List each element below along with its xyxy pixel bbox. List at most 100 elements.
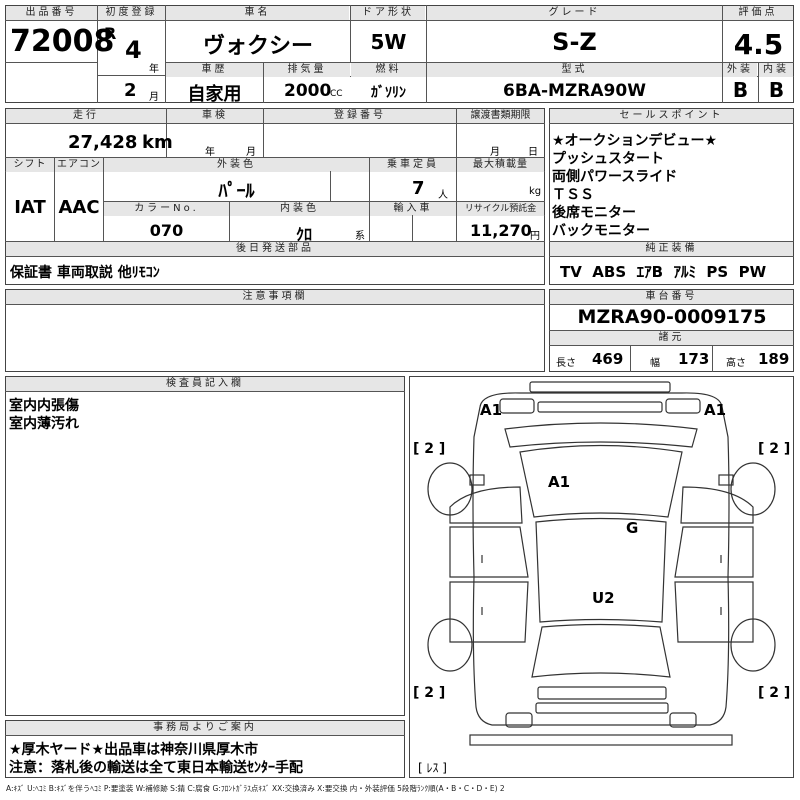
sales-point-item: 後席モニター [552, 205, 636, 221]
fuel: ｶﾞｿﾘﾝ [371, 85, 406, 101]
inspector-frame [5, 376, 405, 716]
door-label: ドア形状 [351, 6, 425, 20]
model: 6BA-MZRA90W [503, 81, 646, 101]
height-label: 高さ [726, 358, 746, 369]
inspector-line: 室内薄汚れ [9, 416, 79, 432]
interior-label: 内装 [759, 63, 793, 77]
int-color-unit: 系 [355, 231, 365, 242]
capacity: 7 [412, 178, 425, 199]
sales-point-item: バックモニター [552, 223, 650, 239]
office-frame [5, 720, 405, 778]
reg-month-unit: 月 [149, 92, 159, 103]
grade-label: グレード [427, 6, 722, 20]
damage-diagram: A1 A1 A1 G U2 [ 2 ] [ 2 ] [ 2 ] [ 2 ] [ … [409, 376, 794, 778]
sales-point-item: ＴＳＳ [552, 187, 594, 203]
dims-label: 諸元 [550, 331, 793, 345]
history-label: 車歴 [166, 63, 263, 77]
sales-point-item: プッシュスタート [552, 151, 664, 167]
inspector-line: 室内内張傷 [9, 398, 79, 414]
spare-mark: [ ﾚｽ ] [418, 761, 447, 775]
chassis-label: 車台番号 [550, 290, 793, 304]
damage-mark: A1 [548, 473, 571, 491]
ac: AAC [58, 197, 100, 218]
insp-month-unit: 月 [246, 147, 256, 158]
reg-year-unit: 年 [149, 64, 159, 75]
inspector-label: 検査員記入欄 [6, 377, 404, 391]
car-outline [427, 381, 776, 746]
office-line: ★厚木ヤード★出品車は神奈川県厚木市 [9, 742, 259, 758]
recycle-label: リサイクル預託金 [457, 202, 544, 216]
int-color-label: 内装色 [230, 202, 369, 216]
equipment-label: 純正装備 [550, 242, 793, 256]
exterior-grade: B [732, 78, 749, 102]
chassis-number: MZRA90-0009175 [577, 306, 767, 328]
displacement-label: 排気量 [264, 63, 350, 77]
damage-mark: A1 [704, 401, 727, 419]
height: 189 [758, 350, 790, 368]
notes-label: 注意事項欄 [6, 290, 544, 304]
tire-mark: [ 2 ] [413, 441, 446, 457]
damage-mark: U2 [592, 589, 615, 607]
later-parts: 保証書 車両取説 他ﾘﾓｺﾝ [10, 265, 160, 281]
model-label: 型式 [427, 63, 722, 77]
length: 469 [592, 350, 624, 368]
max-load-label: 最大積載量 [457, 158, 544, 172]
office-line: 注意：落札後の輸送は全て東日本輸送ｾﾝﾀｰ手配 [9, 760, 303, 776]
insp-year-unit: 年 [205, 147, 215, 158]
mileage: 27,428 [68, 132, 138, 153]
door-type: 5W [370, 30, 407, 54]
sales-point-item: 両側パワースライド [552, 169, 678, 185]
displacement: 2000 [284, 81, 332, 101]
score-label: 評価点 [723, 6, 793, 20]
length-label: 長さ [556, 358, 576, 369]
history: 自家用 [187, 84, 242, 105]
header-frame [5, 5, 794, 103]
ext-color-label: 外装色 [104, 158, 369, 172]
exterior-label: 外装 [723, 63, 757, 77]
cc-unit: CC [330, 89, 343, 99]
inspection-label: 車検 [167, 109, 263, 123]
sales-points-label: セールスポイント [550, 109, 793, 123]
mileage-unit: km [142, 132, 173, 153]
car-name: ヴォクシー [202, 34, 313, 59]
score: 4.5 [733, 28, 784, 61]
tire-mark: [ 2 ] [758, 685, 791, 701]
equipment: TV ABS ｴｱB ｱﾙﾐ PS PW [560, 263, 767, 281]
reg-no-label: 登録番号 [264, 109, 456, 123]
later-parts-label: 後日発送部品 [6, 242, 544, 256]
legend: A:ｷｽﾞ U:ﾍｺﾐ B:ｷｽﾞを伴うﾍｺﾐ P:要塗装 W:補修跡 S:錆 … [6, 784, 505, 793]
era: R [104, 24, 117, 43]
damage-mark: A1 [480, 401, 503, 419]
transfer-label: 譲渡書類期限 [457, 109, 544, 123]
transfer-day-unit: 日 [528, 147, 538, 158]
import-label: 輸入車 [370, 202, 456, 216]
int-color: ｸﾛ [296, 225, 313, 244]
fuel-label: 燃料 [351, 63, 426, 77]
interior-grade: B [768, 78, 785, 102]
office-label: 事務局よりご案内 [6, 721, 404, 735]
tire-mark: [ 2 ] [413, 685, 446, 701]
reg-month: 2 [124, 80, 137, 101]
color-no: 070 [149, 221, 184, 240]
lot-label: 出品番号 [6, 6, 97, 20]
reg-year: 4 [125, 36, 142, 64]
notes-frame [5, 289, 545, 372]
sales-points-frame [549, 108, 794, 285]
transfer-month-unit: 月 [490, 147, 500, 158]
max-load-unit: kg [529, 186, 542, 197]
recycle-unit: 円 [530, 231, 540, 242]
capacity-label: 乗車定員 [370, 158, 456, 172]
ext-color: ﾊﾟｰﾙ [218, 181, 255, 202]
mileage-label: 走行 [6, 109, 166, 123]
sales-point-item: ★オークションデビュー★ [552, 133, 718, 149]
recycle: 11,270 [470, 221, 532, 240]
shift: IAT [14, 197, 46, 218]
specs-frame [5, 108, 545, 285]
capacity-unit: 人 [438, 190, 448, 201]
ac-label: エアコン [55, 158, 103, 172]
width-label: 幅 [650, 358, 660, 369]
car-name-label: 車名 [166, 6, 349, 20]
tire-mark: [ 2 ] [758, 441, 791, 457]
damage-mark: G [626, 519, 639, 537]
lot-number: 72008 [10, 24, 115, 59]
